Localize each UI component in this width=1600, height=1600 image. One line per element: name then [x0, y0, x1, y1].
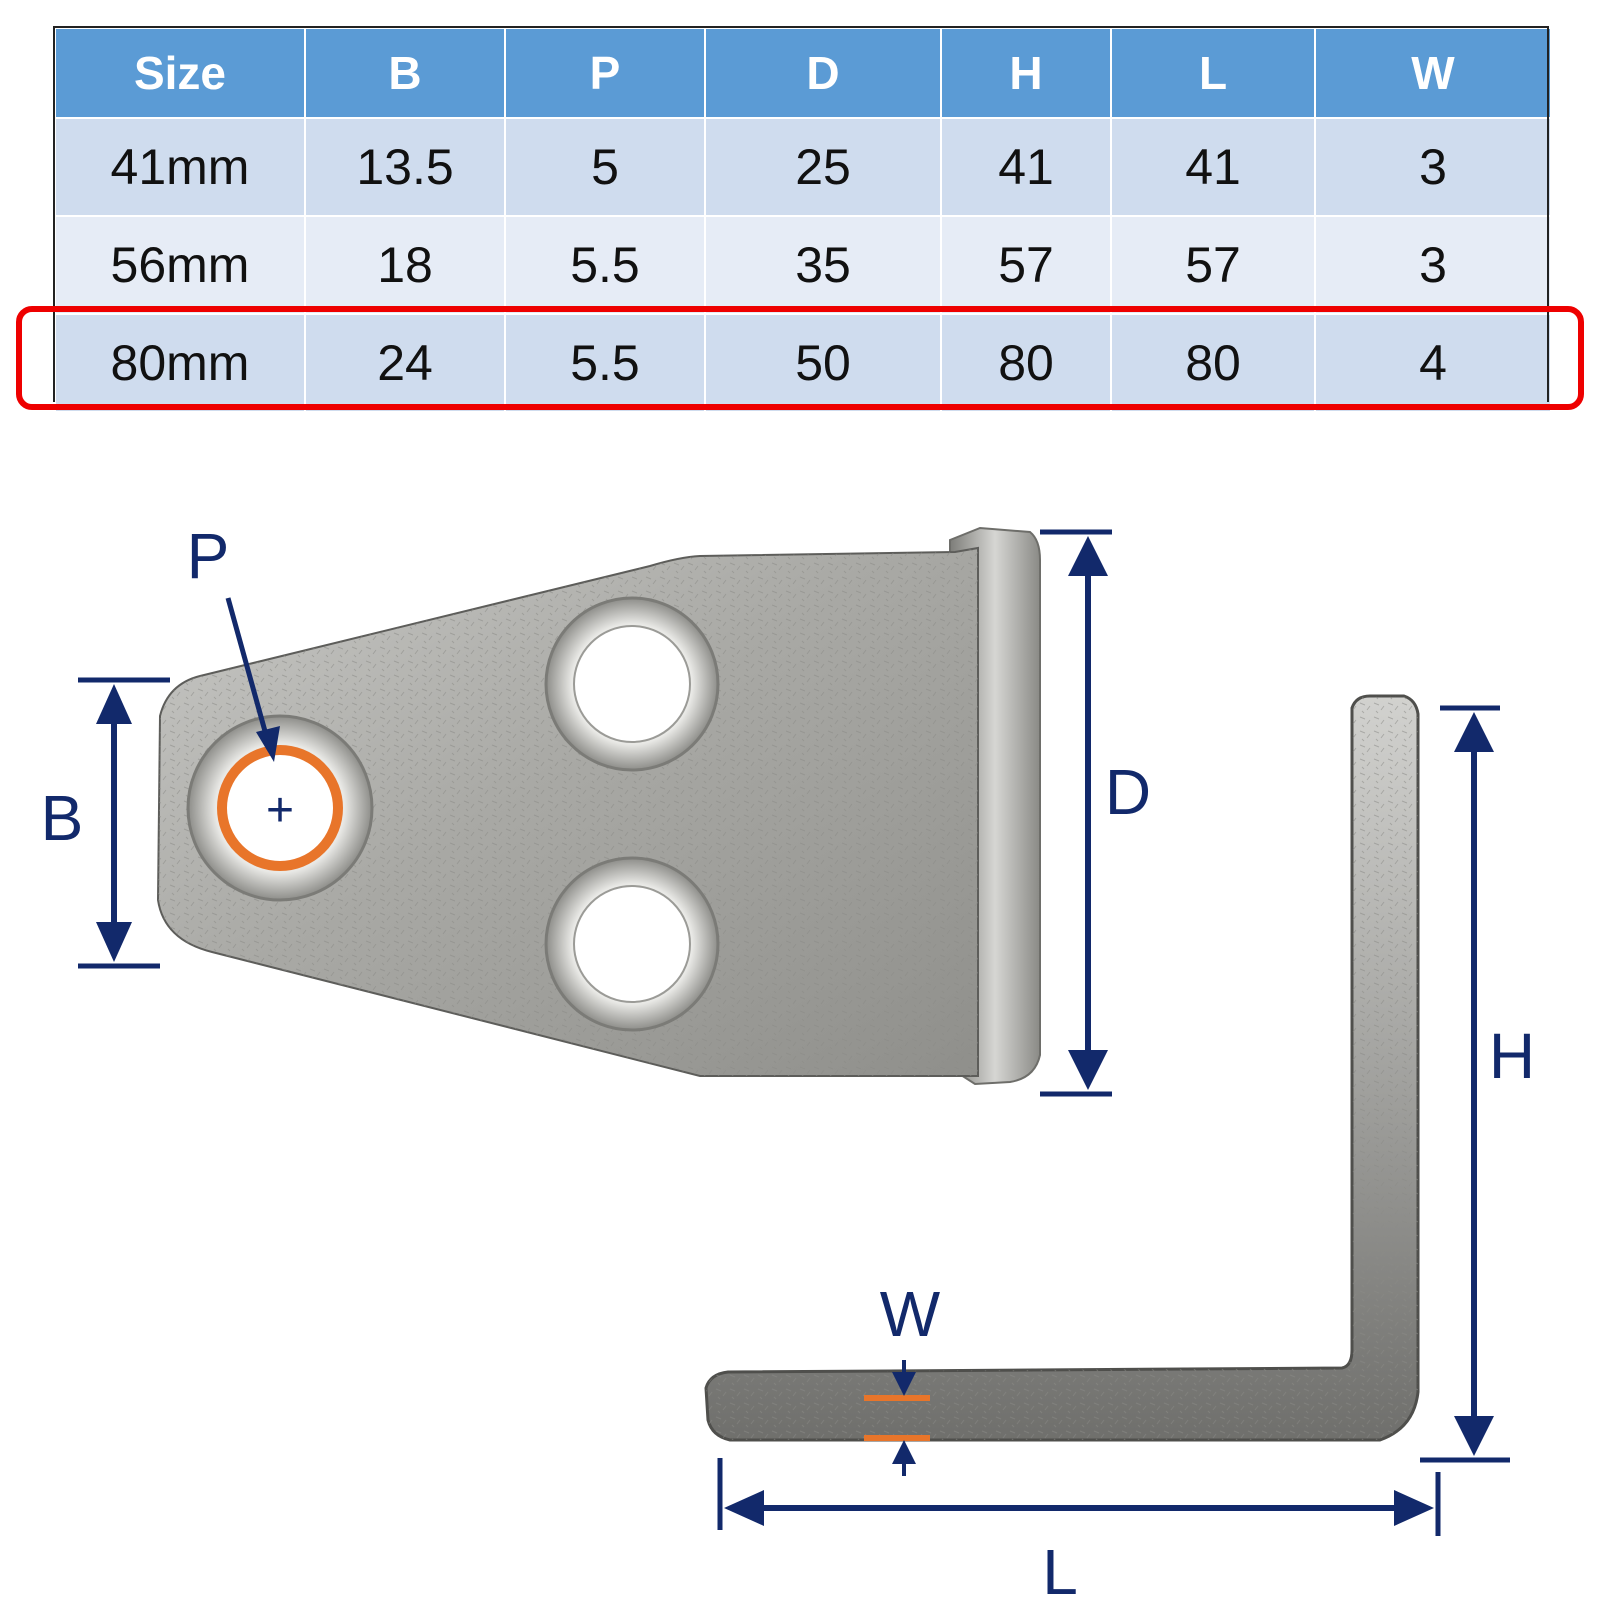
table-cell: 18 [304, 215, 506, 315]
table-row-80mm: 80mm 24 5.5 50 80 80 4 [54, 313, 1552, 413]
header-d: D [704, 27, 942, 119]
table-cell: 5.5 [504, 313, 706, 413]
dimension-w [892, 1360, 916, 1476]
dimension-d [1040, 529, 1112, 1097]
dimension-l [717, 1458, 1441, 1536]
table-cell: 4 [1314, 313, 1552, 413]
table-cell: 57 [940, 215, 1112, 315]
bracket-top-view: + [156, 526, 1041, 1086]
table-cell: 50 [704, 313, 942, 413]
table-cell: 41mm [54, 117, 306, 217]
dimension-lines [78, 529, 1510, 1536]
table-cell: 5.5 [504, 215, 706, 315]
table-cell: 5 [504, 117, 706, 217]
dimension-p-arrow [225, 597, 280, 762]
label-h: H [1489, 1020, 1535, 1092]
header-w: W [1314, 27, 1552, 119]
table-cell: 35 [704, 215, 942, 315]
center-cross: + [266, 784, 294, 837]
header-p: P [504, 27, 706, 119]
dimension-h [1420, 705, 1510, 1463]
table-row-41mm: 41mm 13.5 5 25 41 41 3 [54, 117, 1552, 217]
label-d: D [1105, 756, 1151, 828]
table-cell: 80mm [54, 313, 306, 413]
table-cell: 3 [1314, 117, 1552, 217]
header-size: Size [54, 27, 306, 119]
table-cell: 57 [1110, 215, 1316, 315]
spec-table: Size B P D H L W 41mm 13.5 5 25 41 41 3 … [54, 27, 1552, 413]
table-cell: 41 [940, 117, 1112, 217]
table-cell: 25 [704, 117, 942, 217]
label-p: P [187, 520, 230, 592]
label-b: B [41, 782, 84, 854]
table-cell: 80 [1110, 313, 1316, 413]
table-cell: 80 [940, 313, 1112, 413]
header-b: B [304, 27, 506, 119]
table-row-56mm: 56mm 18 5.5 35 57 57 3 [54, 215, 1552, 315]
pin-hole-ring [217, 745, 343, 871]
table-cell: 56mm [54, 215, 306, 315]
table-cell: 13.5 [304, 117, 506, 217]
dimension-b [78, 677, 170, 969]
table-header-row: Size B P D H L W [54, 27, 1552, 119]
header-l: L [1110, 27, 1316, 119]
label-l: L [1042, 1536, 1078, 1600]
table-cell: 3 [1314, 215, 1552, 315]
bracket-side-view [704, 694, 1420, 1442]
header-h: H [940, 27, 1112, 119]
label-w: W [880, 1278, 941, 1350]
table-cell: 41 [1110, 117, 1316, 217]
table-cell: 24 [304, 313, 506, 413]
